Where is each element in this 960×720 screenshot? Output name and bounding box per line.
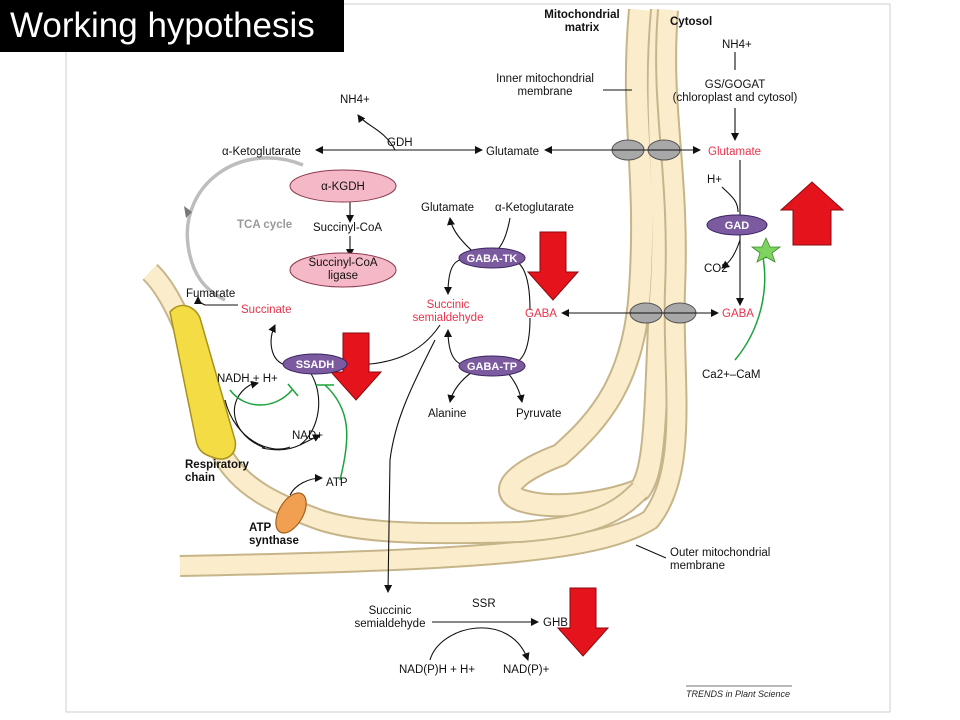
co2-label: CO2	[704, 263, 728, 275]
nadph-label: NAD(P)H + H+	[399, 664, 475, 676]
alanine-label: Alanine	[428, 408, 466, 420]
star-icon	[750, 237, 782, 263]
a-ketoglutarate-tk-label: α-Ketoglutarate	[495, 202, 574, 214]
h-plus-label: H+	[707, 174, 722, 186]
enzyme-ssadh	[282, 353, 348, 375]
cytosol-label: Cytosol	[670, 16, 712, 28]
arrow-down-icon	[526, 231, 580, 301]
credit-label: TRENDS in Plant Science	[686, 689, 790, 699]
tca-cycle-label: TCA cycle	[237, 219, 292, 231]
glutamate-cytosol-label: Glutamate	[708, 146, 761, 158]
inner-membrane	[498, 8, 675, 518]
regulatory-lines	[229, 251, 768, 481]
succinyl-coa-label: Succinyl-CoA	[313, 222, 382, 234]
figure-frame	[65, 3, 891, 713]
enzyme-label-gad: GAD	[725, 220, 750, 232]
enzyme-a-kgdh	[289, 169, 397, 203]
atp-synthase-shape	[275, 492, 307, 534]
respiratory-chain-shape	[169, 304, 237, 460]
enzyme-label-gaba-tp: GABA-TP	[467, 361, 517, 373]
nadp-label: NAD(P)+	[503, 664, 550, 676]
fumarate-label: Fumarate	[186, 288, 235, 300]
enzyme-gad	[706, 214, 768, 236]
gaba-cytosol-label: GABA	[722, 308, 754, 320]
ghb-label: GHB	[543, 617, 568, 629]
succinate-label: Succinate	[241, 304, 292, 316]
enzyme-gaba-tp	[458, 355, 526, 377]
nh4-cytosol-label: NH4+	[722, 39, 752, 51]
pyruvate-label: Pyruvate	[516, 408, 561, 420]
gaba-matrix-label: GABA	[525, 308, 557, 320]
slide-title: Working hypothesis	[0, 0, 344, 52]
ca-cam-label: Ca2+–CaM	[702, 369, 761, 381]
pathway-arrows	[194, 52, 744, 661]
atp-label: ATP	[326, 477, 348, 489]
enzyme-label-ssadh: SSADH	[296, 359, 335, 371]
enzyme-label-a-kgdh: α-KGDH	[321, 181, 365, 193]
glutamate-tk-label: Glutamate	[421, 202, 474, 214]
nh4-matrix-label: NH4+	[340, 94, 370, 106]
enzyme-gaba-tk	[458, 247, 526, 269]
arrow-down-icon	[329, 332, 383, 401]
outer-membrane-pointer	[635, 544, 667, 559]
enzyme-succinyl-coa-ligase	[289, 252, 397, 288]
tca-cycle-arc	[185, 156, 304, 302]
glutamate-matrix-label: Glutamate	[486, 146, 539, 158]
gdh-label: GDH	[387, 137, 413, 149]
gs-gogat-label: GS/GOGAT(chloroplast and cytosol)	[673, 79, 798, 104]
arrow-down-icon	[556, 587, 610, 657]
enzyme-label-gaba-tk: GABA-TK	[467, 253, 518, 265]
nad-label: NAD+	[292, 430, 323, 442]
arrow-up-icon	[779, 181, 845, 246]
nadh-label: NADH + H+	[217, 373, 278, 385]
ssr-label: SSR	[472, 598, 496, 610]
a-ketoglutarate-label: α-Ketoglutarate	[222, 146, 301, 158]
